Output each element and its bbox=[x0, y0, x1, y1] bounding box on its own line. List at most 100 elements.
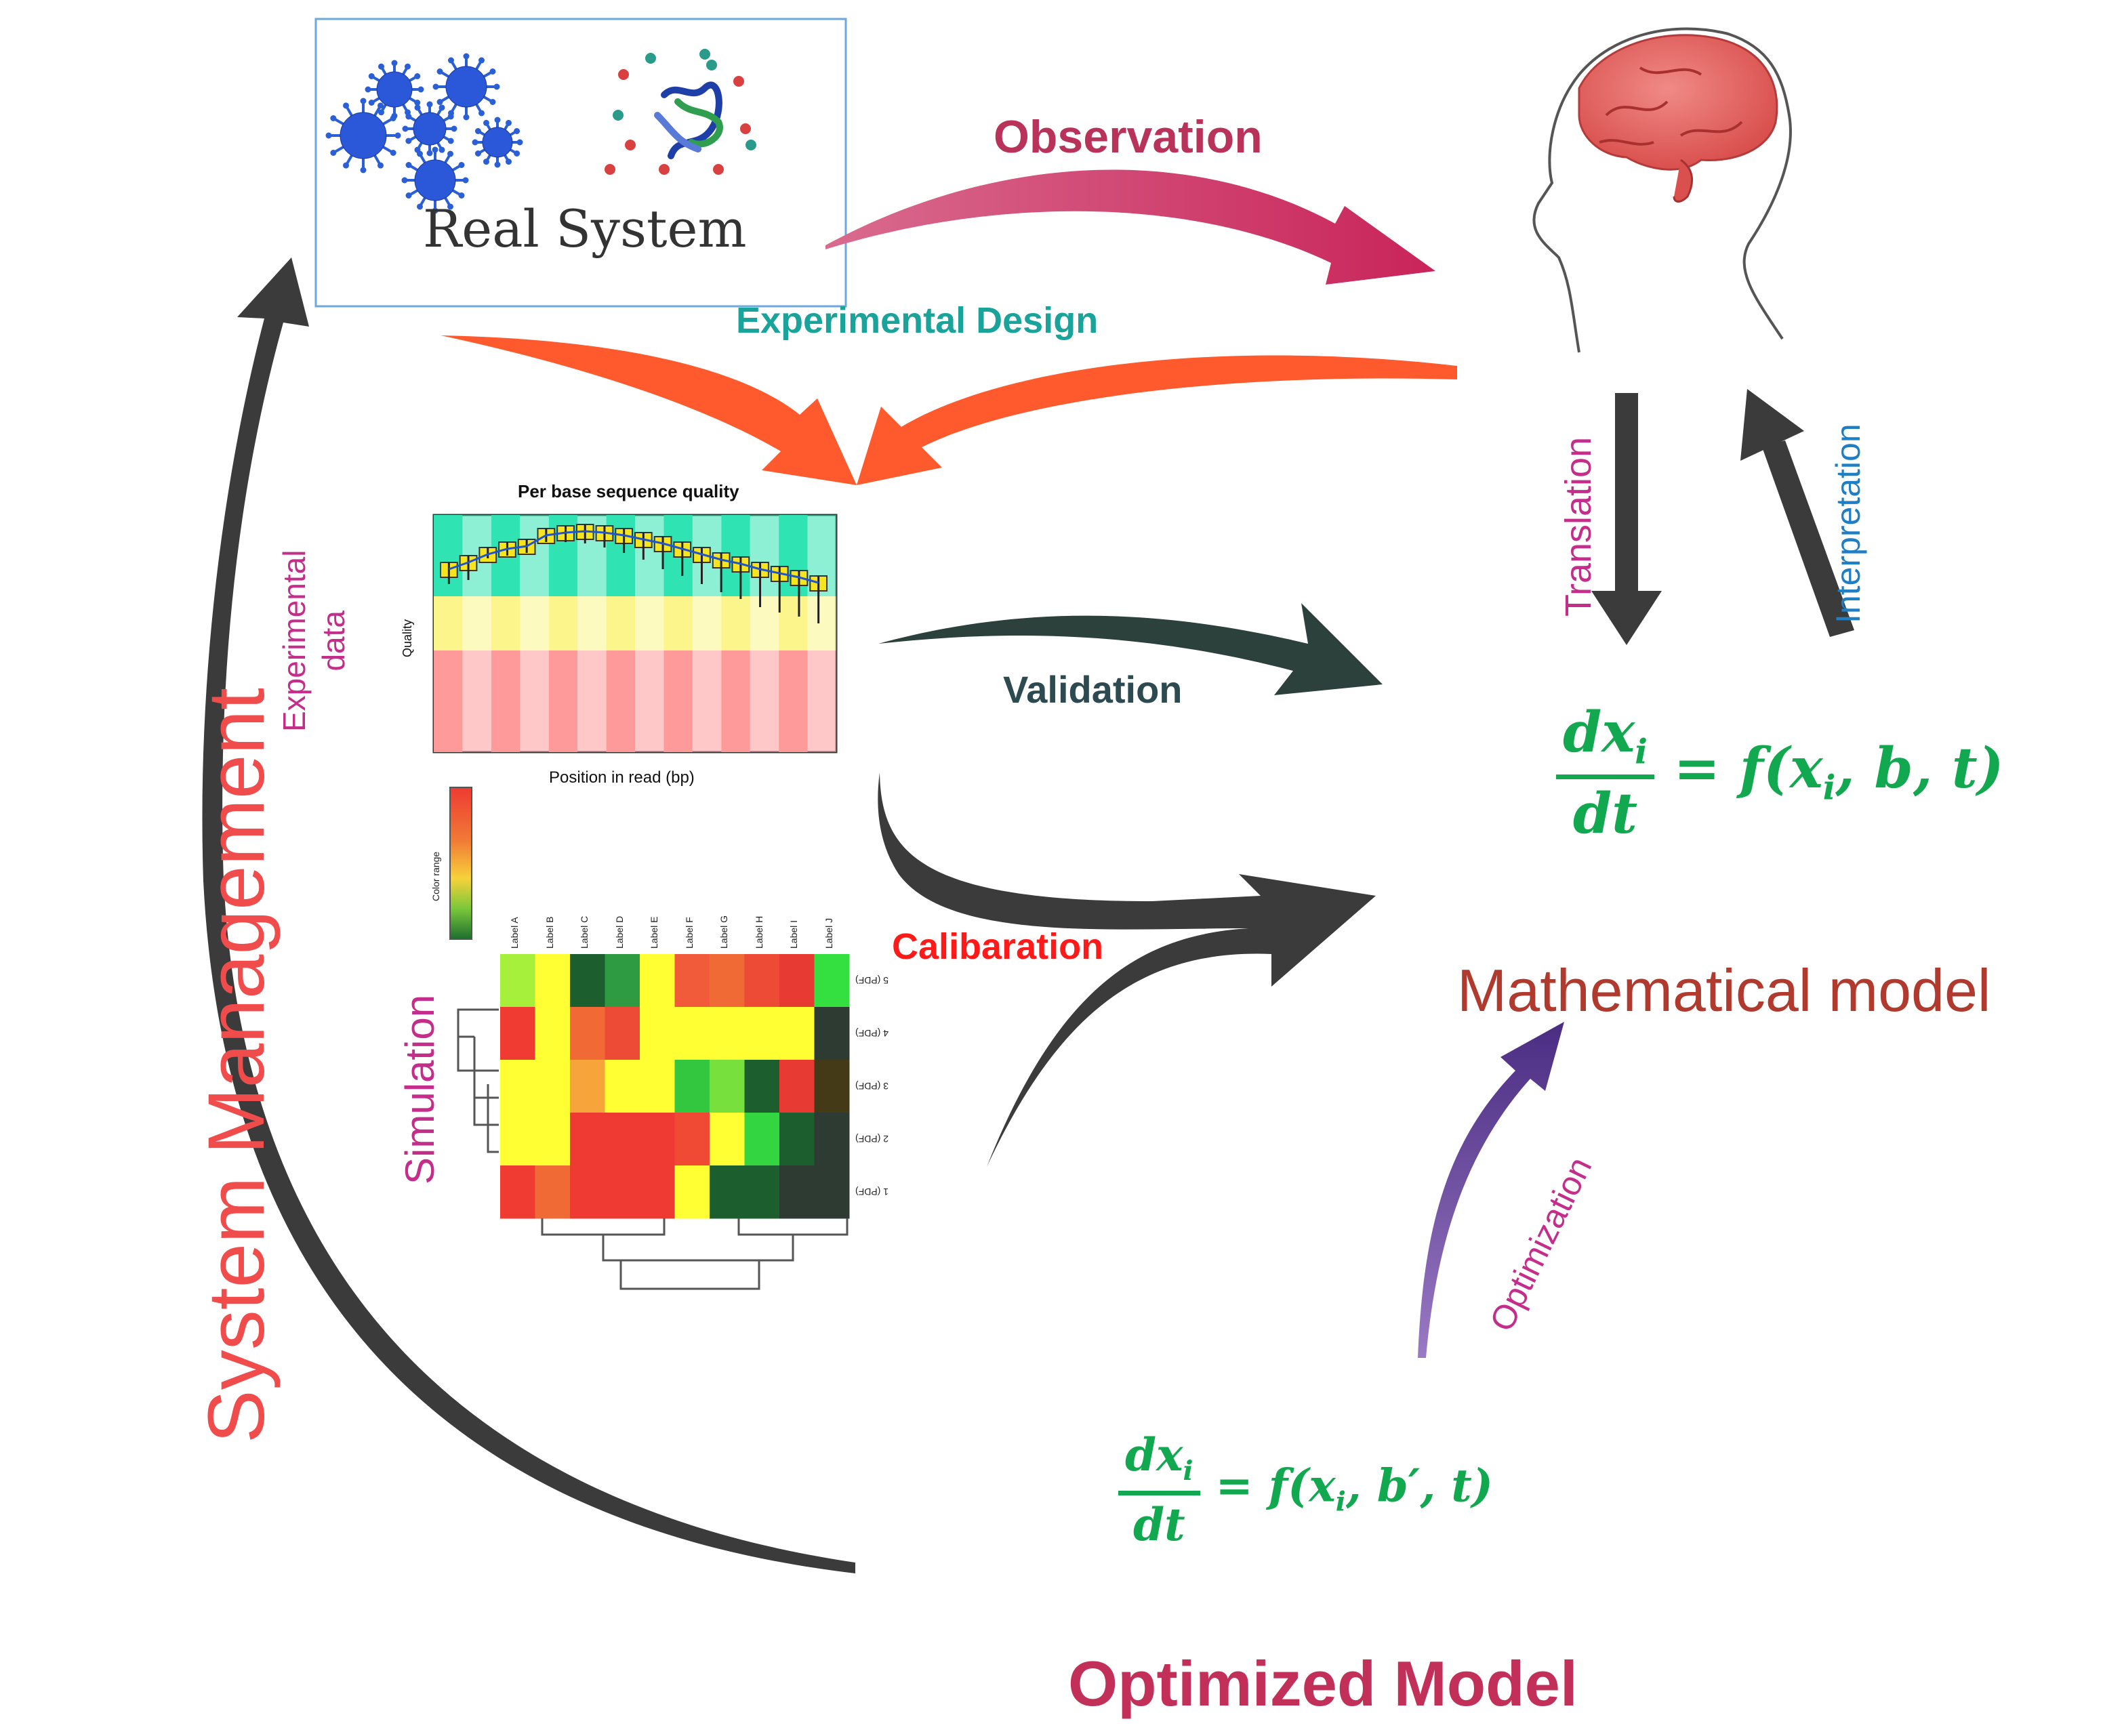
heatmap-cell bbox=[779, 1060, 815, 1113]
opt-eq-denominator: dt bbox=[1132, 1497, 1185, 1551]
heatmap-column-label: Label G bbox=[718, 915, 729, 949]
optimized-model-title: Optimized Model bbox=[1068, 1648, 1578, 1719]
heatmap-cell bbox=[710, 1113, 745, 1166]
mathematical-model-title: Mathematical model bbox=[1457, 957, 1991, 1024]
interpretation-arrow bbox=[1740, 389, 1854, 637]
quality-plot bbox=[432, 514, 838, 753]
quality-band bbox=[606, 596, 635, 650]
color-range-bar bbox=[449, 787, 472, 940]
heatmap-cell bbox=[744, 954, 780, 1008]
heatmap-cell bbox=[640, 1113, 675, 1166]
quality-band bbox=[692, 650, 722, 752]
heatmap-row-dendrogram bbox=[457, 1008, 499, 1153]
heatmap-cell bbox=[570, 954, 605, 1008]
eq-rhs-tail: , b, t) bbox=[1835, 736, 2004, 802]
quality-band bbox=[750, 596, 779, 650]
simulation-label: Simulation bbox=[397, 994, 443, 1184]
quality-band bbox=[779, 650, 808, 752]
heatmap-cell bbox=[535, 954, 571, 1008]
heatmap-cell bbox=[640, 954, 675, 1008]
virus-particle bbox=[432, 53, 500, 121]
quality-plot-title: Per base sequence quality bbox=[518, 481, 739, 501]
quality-plot-ylabel: Quality bbox=[401, 619, 414, 657]
quality-band bbox=[462, 596, 491, 650]
heatmap-cell bbox=[500, 1007, 535, 1060]
heatmap-cell bbox=[605, 1060, 640, 1113]
mathematical-model-equation: dxi dt = f(xi, b, t) bbox=[1556, 705, 2004, 842]
human-head-brain-icon bbox=[1532, 27, 1792, 353]
protein-atom bbox=[699, 49, 710, 60]
virus-particle bbox=[401, 146, 469, 214]
heatmap-cell bbox=[744, 1113, 780, 1166]
heatmap-cell bbox=[744, 1007, 780, 1060]
heatmap-cell bbox=[710, 1165, 745, 1219]
virus-particle bbox=[325, 98, 401, 173]
quality-band bbox=[635, 650, 664, 752]
heatmap-cell bbox=[640, 1165, 675, 1219]
experimental-design-arrow-right bbox=[857, 355, 1457, 485]
heatmap-column-label: Label F bbox=[683, 917, 695, 949]
protein-atom bbox=[645, 53, 656, 64]
color-range-label: Color range bbox=[430, 851, 441, 901]
quality-band bbox=[807, 596, 836, 650]
heatmap-cell bbox=[779, 1113, 815, 1166]
heatmap-cell bbox=[605, 1113, 640, 1166]
system-management-label: System Management bbox=[192, 688, 281, 1443]
heatmap bbox=[457, 954, 850, 1290]
quality-band bbox=[807, 650, 836, 752]
eq-fraction: dxi dt bbox=[1556, 705, 1654, 842]
heatmap-row-label: 2 (PDF) bbox=[855, 1134, 889, 1144]
protein-atom bbox=[740, 123, 751, 134]
protein-atom bbox=[618, 69, 629, 80]
heatmap-cell bbox=[710, 1060, 745, 1113]
heatmap-cell bbox=[674, 1113, 710, 1166]
heatmap-cell bbox=[570, 1060, 605, 1113]
quality-band bbox=[635, 515, 664, 596]
heatmap-cell bbox=[779, 954, 815, 1008]
quality-band bbox=[548, 650, 578, 752]
heatmap-column-label: Label J bbox=[823, 917, 834, 949]
eq-rhs: = f(x bbox=[1673, 736, 1823, 802]
opt-eq-rhs-sub: i bbox=[1335, 1486, 1346, 1518]
opt-eq-rhs: = f(x bbox=[1215, 1459, 1336, 1512]
heatmap-cell bbox=[500, 1060, 535, 1113]
heatmap-cell bbox=[500, 1113, 535, 1166]
heatmap-cell bbox=[570, 1113, 605, 1166]
heatmap-row-label: 4 (PDF) bbox=[855, 1028, 889, 1039]
virus-particle bbox=[402, 101, 457, 157]
heatmap-cell bbox=[674, 1060, 710, 1113]
heatmap-cell bbox=[605, 1007, 640, 1060]
quality-band bbox=[606, 650, 635, 752]
quality-band bbox=[577, 596, 607, 650]
heatmap-cell bbox=[570, 1007, 605, 1060]
experimental-design-arrow-left bbox=[441, 335, 857, 485]
quality-band bbox=[779, 596, 808, 650]
quality-band bbox=[520, 596, 549, 650]
quality-band bbox=[663, 650, 693, 752]
heatmap-row-label: 3 (PDF) bbox=[855, 1081, 889, 1092]
heatmap-column-label: Label C bbox=[579, 915, 590, 949]
heatmap-cell bbox=[640, 1007, 675, 1060]
virus-particle bbox=[472, 117, 523, 168]
quality-band bbox=[721, 650, 750, 752]
heatmap-cell bbox=[535, 1060, 571, 1113]
opt-eq-fraction: dxi dt bbox=[1118, 1432, 1200, 1547]
heatmap-cell bbox=[744, 1060, 780, 1113]
heatmap-column-dendrogram bbox=[541, 1218, 849, 1290]
protein-atom bbox=[613, 110, 624, 121]
heatmap-cell bbox=[535, 1113, 571, 1166]
quality-band bbox=[635, 596, 664, 650]
quality-band bbox=[491, 650, 520, 752]
quality-plot-xlabel: Position in read (bp) bbox=[549, 768, 695, 787]
observation-arrow bbox=[825, 169, 1435, 285]
heatmap-column-label: Label I bbox=[788, 919, 799, 949]
experimental-data-label-line1: Experimental bbox=[277, 550, 312, 732]
protein-structure-icon bbox=[605, 49, 756, 175]
heatmap-cell bbox=[814, 1007, 850, 1060]
protein-atom bbox=[706, 60, 717, 70]
protein-atom bbox=[733, 76, 744, 87]
real-system-box bbox=[314, 18, 847, 308]
heatmap-cell bbox=[605, 954, 640, 1008]
heatmap-cell bbox=[500, 954, 535, 1008]
quality-band bbox=[462, 650, 491, 752]
